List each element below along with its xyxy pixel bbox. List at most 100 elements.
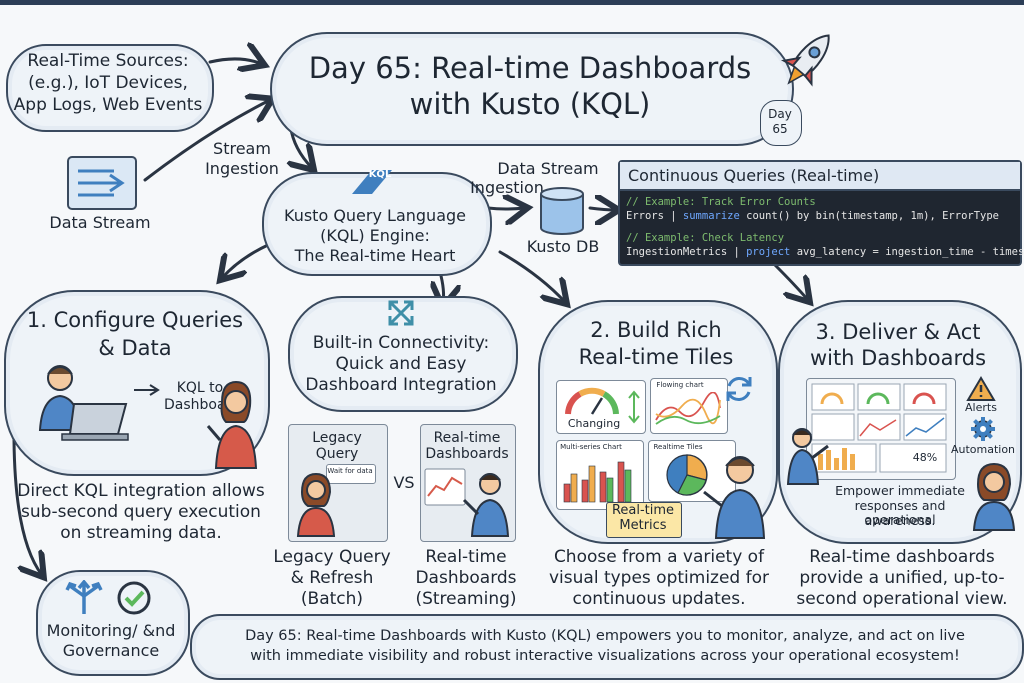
query-line-2: IngestionMetrics | project avg_latency =… bbox=[626, 246, 1024, 258]
dashboard-percent: 48% bbox=[912, 451, 938, 464]
deliver-title-line2: with Dashboards bbox=[809, 346, 987, 370]
stream-ingestion-line2: Ingestion bbox=[205, 159, 279, 178]
split-arrows-icon bbox=[65, 580, 103, 614]
day-badge-line2: 65 bbox=[772, 122, 788, 136]
monitoring-line1: Monitoring/ &nd bbox=[46, 621, 176, 640]
rt-caption-line1: Real-time bbox=[425, 547, 507, 567]
arrow-engine-to-db bbox=[486, 208, 525, 209]
page-title-line1: Day 65: Real-time Dashboards bbox=[308, 51, 752, 85]
deliver-desc-line1: Real-time dashboards bbox=[809, 547, 995, 567]
legacy-caption-line1: Legacy Query bbox=[273, 547, 391, 567]
legacy-card-line2: Query bbox=[315, 446, 359, 462]
pointing-man-illustration bbox=[786, 428, 829, 485]
kql-badge: KQL bbox=[368, 169, 392, 180]
legacy-caption-line3: (Batch) bbox=[300, 589, 364, 609]
alerts-label: Alerts bbox=[965, 401, 997, 414]
footer-line2: with immediate visibility and robust int… bbox=[250, 648, 960, 664]
analyst-woman-illustration bbox=[206, 380, 258, 469]
stream-ingestion-line1: Stream bbox=[213, 139, 271, 158]
flowing-line-chart bbox=[655, 392, 721, 425]
page-title-line2: with Kusto (KQL) bbox=[409, 87, 651, 121]
refresh-icon bbox=[726, 377, 752, 401]
up-down-arrow-icon bbox=[628, 390, 640, 424]
arrow-engine-to-configure bbox=[222, 243, 270, 278]
configure-desc-line1: Direct KQL integration allows bbox=[17, 481, 265, 501]
footer-line1: Day 65: Real-time Dashboards with Kusto … bbox=[245, 628, 965, 644]
footer-cloud bbox=[190, 614, 1024, 680]
rt-card-line2: Dashboards bbox=[425, 446, 509, 462]
configure-desc-line2: sub-second query execution bbox=[21, 502, 261, 522]
build-desc-line3: continuous updates. bbox=[572, 589, 746, 609]
deliver-title-line1: 3. Deliver & Act bbox=[815, 320, 981, 344]
kql-to-label: KQL to bbox=[176, 380, 224, 396]
deliver-desc-line3: second operational view. bbox=[796, 589, 1008, 609]
rt-caption-line3: (Streaming) bbox=[415, 589, 517, 609]
alert-icon bbox=[966, 376, 996, 401]
engine-line2: (KQL) Engine: bbox=[320, 226, 430, 245]
realtime-tiles-label: Realtime Tiles bbox=[653, 443, 703, 451]
title-cloud bbox=[270, 32, 794, 146]
sources-line3: App Logs, Web Events bbox=[13, 95, 203, 115]
connectivity-arrows-icon bbox=[388, 300, 414, 326]
build-desc-line2: visual types optimized for bbox=[548, 568, 769, 588]
flowing-chart-tile bbox=[650, 378, 728, 434]
connectivity-line1: Built-in Connectivity: bbox=[312, 333, 490, 353]
query-line-1: Errors | summarize count() by bin(timest… bbox=[626, 210, 999, 222]
arrow-db-to-queries bbox=[588, 208, 616, 210]
sources-cloud bbox=[6, 44, 214, 132]
data-stream-icon bbox=[67, 156, 137, 210]
gauge-label: Changing bbox=[567, 417, 621, 430]
kql-logo-icon bbox=[352, 170, 392, 194]
pie-chart bbox=[666, 454, 708, 496]
developer-laptop-illustration bbox=[38, 365, 129, 441]
configure-title-line2: & Data bbox=[98, 336, 172, 360]
build-desc-line1: Choose from a variety of bbox=[553, 547, 765, 567]
sources-line1: Real-Time Sources: bbox=[27, 51, 189, 71]
legacy-note-text: Wait for data bbox=[327, 467, 373, 475]
engine-line1: Kusto Query Language bbox=[284, 206, 466, 225]
legacy-card-line1: Legacy bbox=[312, 430, 362, 446]
continuous-queries-panel: Continuous Queries (Real-time) // Exampl… bbox=[618, 160, 1024, 266]
metrics-line1: Real-time bbox=[611, 503, 675, 518]
check-circle-icon bbox=[117, 581, 151, 615]
connectivity-line2: Quick and Easy bbox=[335, 354, 467, 374]
rt-card-line1: Real-time bbox=[433, 430, 501, 446]
smiling-woman-illustration bbox=[972, 462, 1016, 531]
rt-caption-line2: Dashboards bbox=[415, 568, 517, 588]
configure-title-line1: 1. Configure Queries bbox=[26, 308, 244, 332]
build-title-line1: 2. Build Rich bbox=[590, 318, 722, 342]
flowing-chart-label: Flowing chart bbox=[656, 381, 704, 389]
kusto-db-label: Kusto DB bbox=[526, 237, 600, 256]
arrow-configure-to-monitoring bbox=[12, 438, 42, 575]
connectivity-line3: Dashboard Integration bbox=[305, 375, 497, 395]
monitoring-line2: Governance bbox=[62, 641, 160, 660]
data-stream-label: Data Stream bbox=[49, 213, 151, 232]
legacy-note bbox=[326, 464, 376, 484]
day-badge bbox=[760, 100, 802, 146]
legacy-caption-line2: & Refresh bbox=[290, 568, 374, 588]
deliver-note-line2: responses and operational bbox=[854, 498, 946, 528]
dsi-line2: Ingestion bbox=[470, 178, 544, 197]
multi-series-label: Multi-series Chart bbox=[560, 443, 622, 451]
configure-desc-line3: on streaming data. bbox=[60, 523, 222, 543]
continuous-queries-title: Continuous Queries (Real-time) bbox=[620, 162, 1020, 191]
kusto-db-icon bbox=[540, 187, 584, 235]
deliver-note-line3: awareness. bbox=[864, 513, 936, 528]
frustrated-woman-illustration bbox=[296, 472, 336, 537]
presenter-man-illustration bbox=[462, 473, 510, 537]
sources-line2: (e.g.), IoT Devices, bbox=[28, 73, 188, 93]
automation-label: Automation bbox=[950, 443, 1016, 456]
mini-dashboard-icon bbox=[424, 468, 466, 506]
arrow-sources-to-title bbox=[208, 59, 262, 64]
analyst-man-illustration bbox=[703, 456, 766, 539]
automation-gear-icon bbox=[971, 417, 995, 441]
arrow-queries-to-deliver bbox=[773, 263, 808, 300]
day-badge-line1: Day bbox=[768, 107, 792, 121]
deliver-desc-line2: provide a unified, up-to- bbox=[799, 568, 1005, 588]
kql-arrow-icon bbox=[134, 384, 160, 396]
build-title-line2: Real-time Tiles bbox=[578, 345, 734, 369]
engine-line3: The Real-time Heart bbox=[294, 246, 456, 265]
monitoring-cloud bbox=[36, 570, 190, 676]
gauge-icon bbox=[565, 387, 619, 415]
